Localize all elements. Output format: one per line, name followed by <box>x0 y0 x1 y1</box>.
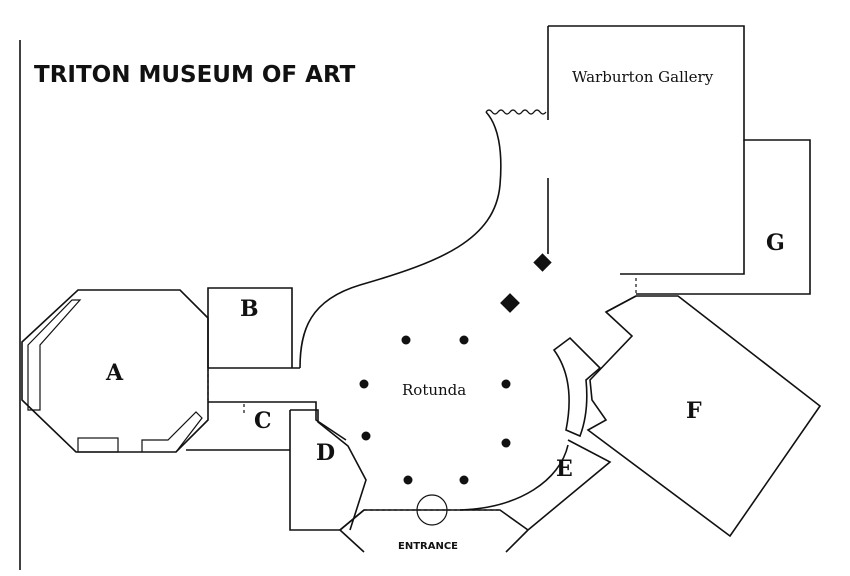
room-e-label: E <box>556 456 573 482</box>
rotunda-column <box>501 379 511 389</box>
room-b-label: B <box>240 296 259 322</box>
rotunda-column <box>459 335 469 345</box>
pillar-diamond-upper <box>533 253 552 272</box>
rotunda-column <box>361 431 371 441</box>
rotunda-column <box>501 438 511 448</box>
rotunda-column <box>401 335 411 345</box>
warburton-gallery[interactable]: Warburton Gallery <box>547 25 811 295</box>
entrance-label: ENTRANCE <box>398 541 458 552</box>
room-f-label: F <box>686 398 702 424</box>
pillar-diamond-lower <box>500 293 520 313</box>
room-c[interactable]: C <box>186 401 347 451</box>
room-f[interactable]: F <box>586 295 822 538</box>
rotunda-column <box>359 379 369 389</box>
room-a-label: A <box>105 360 124 386</box>
rotunda-label: Rotunda <box>402 381 466 399</box>
map-title: TRITON MUSEUM OF ART <box>34 62 356 88</box>
room-d-label: D <box>316 440 335 466</box>
room-c-label: C <box>254 408 272 434</box>
rotunda-column <box>459 475 469 485</box>
room-d[interactable]: D <box>289 409 367 531</box>
warburton-gallery-label: Warburton Gallery <box>572 68 714 86</box>
rotunda[interactable]: Rotunda <box>339 335 569 531</box>
entrance[interactable]: ENTRANCE <box>339 494 529 553</box>
room-e[interactable]: E <box>527 439 612 531</box>
room-g-label: G <box>766 230 785 256</box>
rotunda-column <box>403 475 413 485</box>
room-g[interactable]: G <box>766 230 785 256</box>
room-b[interactable]: B <box>207 287 293 368</box>
room-a[interactable]: A <box>21 289 209 453</box>
